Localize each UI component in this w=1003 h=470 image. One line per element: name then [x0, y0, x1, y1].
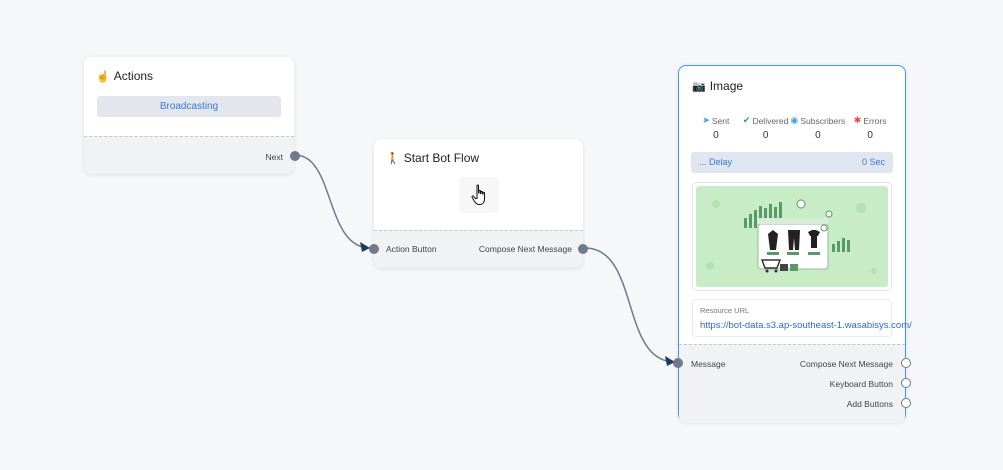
image-preview[interactable]	[692, 182, 892, 291]
next-output-port[interactable]	[290, 151, 300, 161]
compose-next-port-label: Compose Next Message	[478, 244, 572, 254]
hand-pointer-icon: ☝	[96, 70, 110, 83]
keyboard-button-port-label: Keyboard Button	[829, 379, 893, 389]
start-bot-flow-node[interactable]: 🚶 Start Bot Flow Action Button Compose N…	[369, 139, 588, 268]
add-buttons-output-port[interactable]	[901, 398, 911, 408]
next-port-label: Next	[265, 152, 283, 162]
stat-label: Delivered	[752, 115, 789, 126]
resource-url-label: Resource URL	[700, 306, 750, 315]
keyboard-button-output-port[interactable]	[901, 378, 911, 388]
message-input-port[interactable]	[673, 358, 683, 368]
paper-plane-icon: ➤	[702, 115, 710, 125]
delay-value: 0 Sec	[861, 157, 885, 167]
compose-next-port-label: Compose Next Message	[799, 359, 893, 369]
user-circle-icon: ◉	[790, 115, 799, 125]
actions-node[interactable]: ☝ Actions Broadcasting Next	[84, 57, 300, 174]
node-footer: Message Compose Next Message Keyboard Bu…	[673, 344, 911, 423]
actions-title: Actions	[113, 69, 154, 83]
camera-icon: 📷	[692, 80, 706, 93]
delay-bar[interactable]: ... Delay 0 Sec	[691, 152, 893, 173]
broadcasting-button[interactable]: Broadcasting	[97, 96, 281, 117]
delay-label: ... Delay	[699, 157, 733, 167]
stat-errors: ✱Errors 0	[845, 115, 895, 141]
node-title: 🚶 Start Bot Flow	[386, 151, 479, 165]
stat-label: Sent	[711, 115, 730, 126]
add-buttons-port-label: Add Buttons	[846, 399, 893, 409]
walking-person-icon: 🚶	[386, 152, 400, 165]
resource-url-box[interactable]: Resource URL https://bot-data.s3.ap-sout…	[692, 299, 912, 337]
edge-next-to-action-button[interactable]	[294, 154, 371, 249]
message-port-label: Message	[691, 359, 726, 369]
node-title: 📷 Image	[692, 79, 743, 93]
stat-subscribers: ◉Subscribers 0	[791, 115, 846, 141]
stat-delivered: ✔Delivered 0	[741, 115, 791, 141]
compose-next-output-port[interactable]	[578, 244, 588, 254]
stat-value: 0	[713, 130, 719, 141]
hand-cursor-icon	[471, 184, 485, 206]
image-node[interactable]: 📷 Image ➤Sent 0 ✔Delivered 0 ◉Subscriber…	[673, 65, 912, 423]
start-title: Start Bot Flow	[403, 151, 480, 165]
stat-value: 0	[815, 130, 821, 141]
resource-url-link[interactable]: https://bot-data.s3.ap-southeast-1.wasab…	[700, 320, 912, 331]
cursor-preview	[459, 177, 499, 213]
stat-sent: ➤Sent 0	[691, 115, 741, 141]
compose-next-output-port[interactable]	[901, 358, 911, 368]
stat-value: 0	[762, 130, 769, 141]
stat-label: Subscribers	[800, 115, 846, 126]
image-title: Image	[709, 79, 744, 93]
edge-compose-to-message[interactable]	[584, 247, 676, 363]
ecommerce-illustration	[696, 186, 888, 287]
stat-value: 0	[867, 130, 873, 141]
stats-row: ➤Sent 0 ✔Delivered 0 ◉Subscribers 0 ✱Err…	[691, 115, 895, 141]
node-title: ☝ Actions	[96, 69, 153, 83]
check-circle-icon: ✔	[742, 115, 751, 125]
node-footer: Next	[84, 136, 300, 174]
bug-icon: ✱	[853, 115, 862, 125]
node-footer: Action Button Compose Next Message	[369, 230, 588, 268]
stat-label: Errors	[863, 115, 887, 126]
action-button-port-label: Action Button	[386, 244, 437, 254]
action-button-input-port[interactable]	[369, 244, 379, 254]
